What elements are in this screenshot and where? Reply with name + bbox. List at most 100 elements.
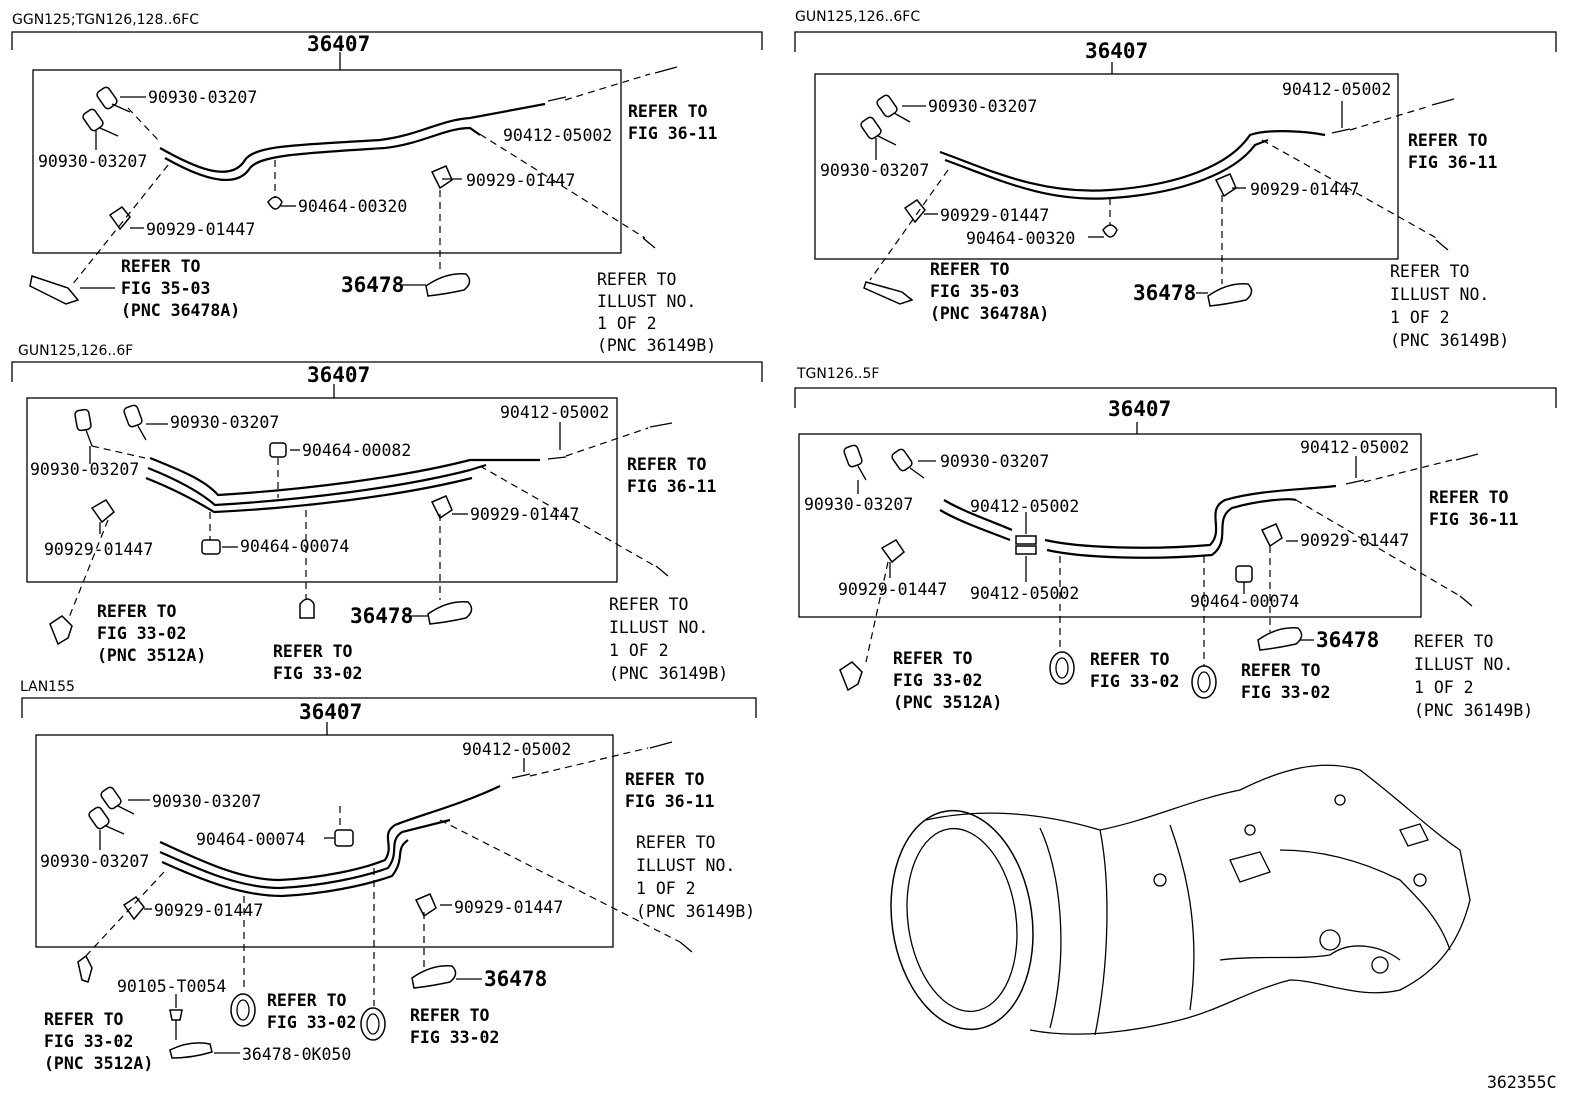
sensor-connector-icon [843,444,867,481]
sensor-icon [77,954,93,983]
part-label: 90930-03207 [148,88,257,107]
part-label: 36478 [1133,281,1196,305]
part-label: 90930-03207 [30,460,139,479]
part-label: 36478 [350,604,413,628]
part-label: 90464-00082 [302,441,411,460]
bracket-icon [169,1042,213,1059]
reference-note: FIG 36-11 [1429,510,1518,529]
hose-clamp-icon [1049,651,1075,685]
part-label: 90412-05002 [1282,80,1391,99]
reference-note: REFER TO [636,833,715,852]
part-label: 90412-05002 [462,740,571,759]
bracket-icon [29,275,80,305]
reference-note: (PNC 3512A) [44,1054,153,1073]
reference-note: REFER TO [1408,131,1488,150]
reference-note: ILLUST NO. [609,618,708,637]
part-label: 90929-01447 [1300,531,1409,550]
figure-id: 362355C [1487,1073,1557,1092]
part-label: 90930-03207 [38,152,147,171]
reference-note: FIG 33-02 [893,671,982,690]
part-label: 90929-01447 [940,206,1049,225]
part-label: 90929-01447 [154,901,263,920]
assembly-number: 36407 [1085,39,1148,63]
cap-icon [269,442,287,458]
reference-note: FIG 36-11 [1408,153,1497,172]
clamp-icon [414,893,437,918]
reference-note: FIG 36-11 [627,477,716,496]
part-label: 36478 [1316,628,1379,652]
reference-note: ILLUST NO. [597,292,696,311]
clamp-icon [90,499,115,524]
part-label: 90412-05002 [503,126,612,145]
reference-note: REFER TO [609,595,688,614]
cap-icon [201,539,221,555]
reference-note: REFER TO [628,102,708,121]
part-label: 90105-T0054 [117,977,226,996]
section-gun125-6fc: GUN125,126..6FC 36407 90930-03207 90930-… [794,9,1557,350]
part-label: 90412-05002 [970,584,1079,603]
section-gun125-6f: GUN125,126..6F 36407 90930- [11,343,763,683]
sensor-connector-icon [876,94,911,123]
clamp-icon [1260,523,1283,548]
section-tgn126-5f: TGN126..5F 36407 90930 [794,366,1557,720]
transmission-illustration [890,764,1471,1036]
reference-note: FIG 33-02 [273,664,362,683]
reference-note: FIG 35-03 [121,279,210,298]
bracket-icon [425,273,471,297]
reference-note: FIG 33-02 [410,1028,499,1047]
part-label: 90930-03207 [40,852,149,871]
reference-note: REFER TO [273,642,353,661]
clamp-icon [108,205,131,231]
part-label: 90464-00320 [298,197,407,216]
reference-note: REFER TO [625,770,705,789]
reference-note: FIG 33-02 [1241,683,1330,702]
assembly-box [32,69,622,254]
sensor-connector-icon [74,408,93,447]
reference-note: 1 OF 2 [1414,678,1474,697]
bracket-icon [1257,627,1303,651]
bracket-icon [49,615,73,646]
part-label: 90412-05002 [970,497,1079,516]
part-label: 90464-00074 [196,830,305,849]
assembly-number: 36407 [299,700,362,724]
assembly-number: 36407 [307,363,370,387]
part-label: 90930-03207 [928,97,1037,116]
reference-note: ILLUST NO. [636,856,735,875]
reference-note: REFER TO [893,649,973,668]
sensor-connector-icon [123,404,147,441]
section-ggn125: GGN125;TGN126,128..6FC 36407 [11,12,763,355]
clip-icon [267,196,283,210]
sensor-connector-icon [88,806,125,835]
cap-icon [1235,565,1253,583]
variant-label: GUN125,126..6FC [795,9,920,25]
variant-label: LAN155 [20,679,75,695]
reference-note: (PNC 3512A) [893,693,1002,712]
reference-note: (PNC 36149B) [609,664,728,683]
clip-icon [1102,224,1118,238]
part-label: 90929-01447 [470,505,579,524]
bracket-icon [411,965,457,989]
reference-note: REFER TO [1241,661,1321,680]
reference-note: REFER TO [1429,488,1509,507]
reference-note: 1 OF 2 [609,641,669,660]
reference-note: REFER TO [267,991,347,1010]
reference-note: FIG 36-11 [625,792,714,811]
part-label: 36478-0K050 [242,1045,351,1064]
clamp-icon [430,495,453,520]
reference-note: REFER TO [1390,262,1469,281]
assembly-number: 36407 [1108,397,1171,421]
clamp-icon [903,198,926,224]
hose-clamp-icon [360,1007,386,1041]
reference-note: REFER TO [410,1006,490,1025]
reference-note: 1 OF 2 [597,314,657,333]
sensor-connector-icon [96,86,131,113]
part-label: 90929-01447 [466,171,575,190]
clamp-icon [1214,173,1237,198]
sensor-connector-icon [891,448,925,479]
part-label: 36478 [341,273,404,297]
part-label: 90464-00074 [240,537,349,556]
section-lan155: LAN155 36407 9041 [20,679,757,1073]
clamp-icon [430,165,453,190]
part-label: 90930-03207 [820,161,929,180]
